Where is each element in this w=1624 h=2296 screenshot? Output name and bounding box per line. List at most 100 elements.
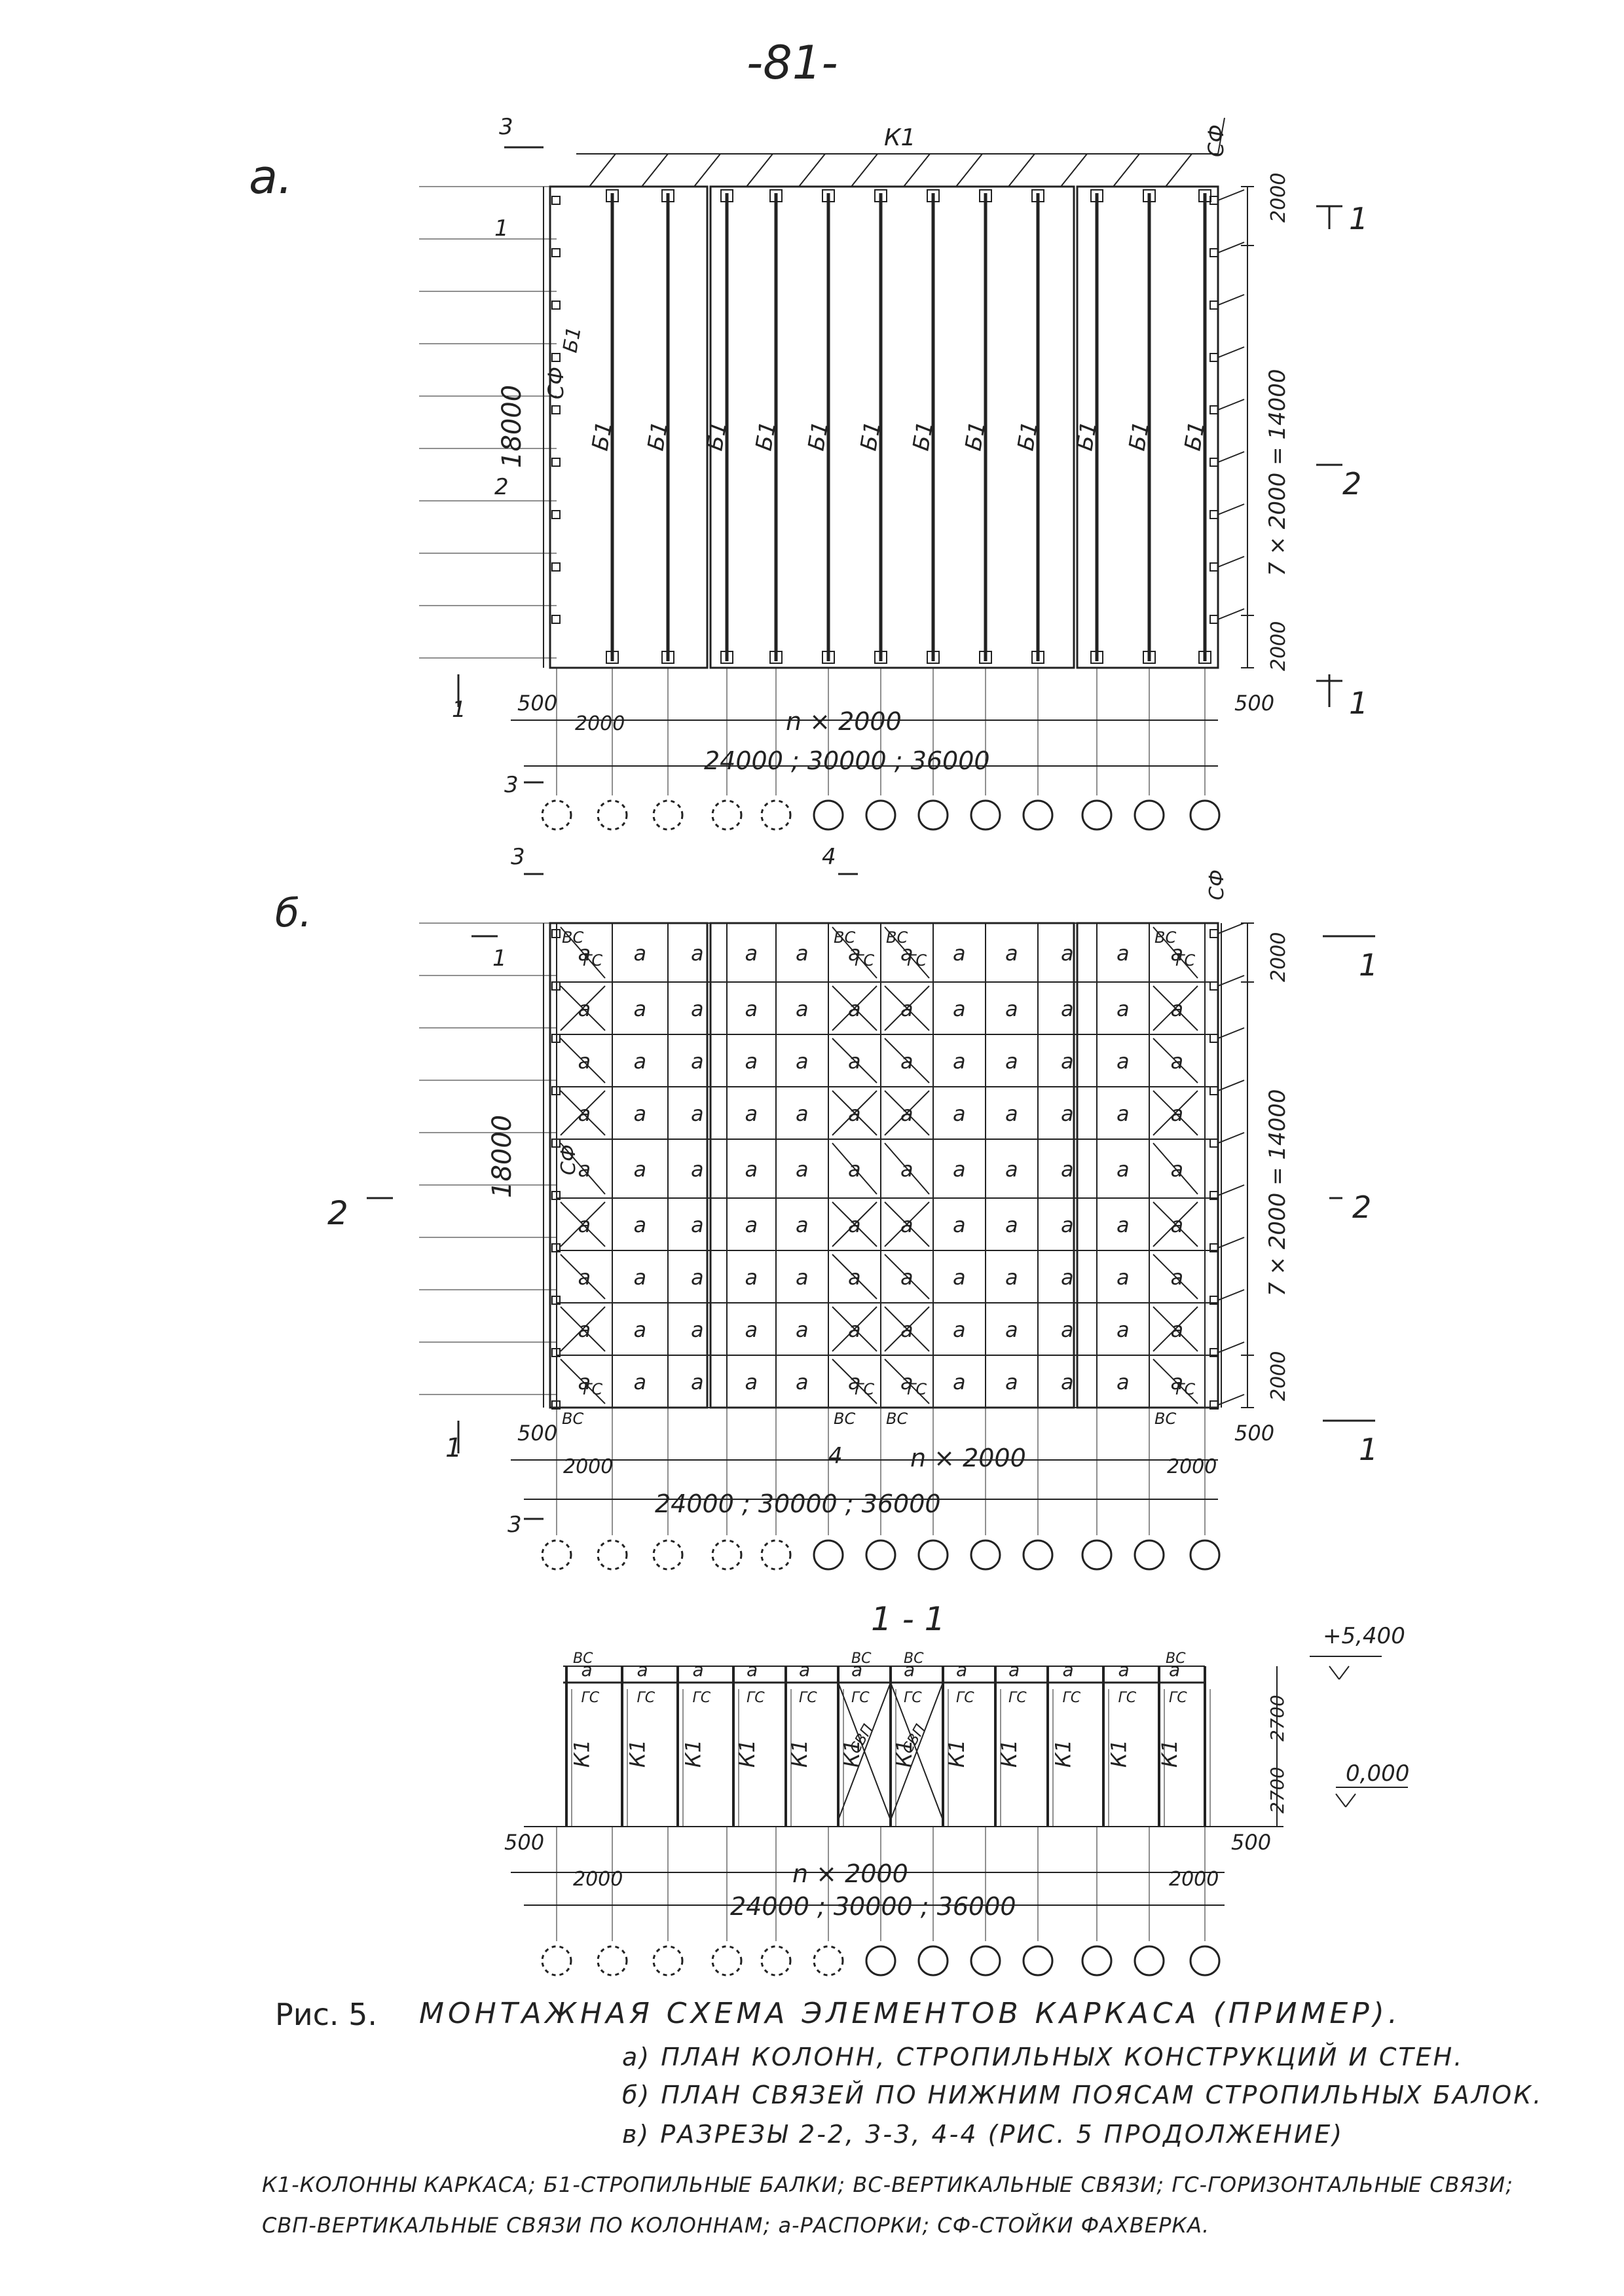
plan-b-strut-label: а (953, 1049, 966, 1074)
plan-b-horiz-brace-label: ГС (583, 951, 602, 970)
plan-b-axis-bubble (1189, 1539, 1221, 1571)
plan-b-horizontal-brace (884, 985, 930, 1031)
plan-a-edge-right: 500 (1234, 691, 1274, 716)
section-column-label: К1 (1157, 1740, 1182, 1768)
section-horiz-label: ГС (1063, 1690, 1081, 1706)
plan-b-strut-label: а (848, 1212, 861, 1237)
plan-b-horizontal-brace (884, 1254, 930, 1300)
plan-a-roof-hatch (1060, 153, 1088, 187)
plan-a-column-k1-bottom (606, 651, 619, 664)
section-column-label: К1 (1107, 1740, 1132, 1768)
plan-b-strut-label: а (1005, 1049, 1018, 1074)
plan-b-total-dims: 24000 ; 30000 ; 36000 (655, 1489, 941, 1518)
plan-b-horizontal-brace (1153, 1090, 1198, 1136)
plan-b-horizontal-brace (832, 1201, 877, 1247)
section-strut-label: а (851, 1659, 862, 1681)
plan-b-strut-label: а (848, 1101, 861, 1126)
plan-b-strut-label: а (1005, 941, 1018, 966)
section-strut-label: а (904, 1659, 915, 1681)
plan-b-strut-label: а (1005, 1370, 1018, 1394)
plan-a-roof-hatch (1165, 153, 1192, 187)
plan-b-facade-post-left (551, 929, 561, 938)
plan-a-right-dim-mid: 7 × 2000 = 14000 (1264, 369, 1291, 576)
caption-legend-2: СВП-ВЕРТИКАЛЬНЫЕ СВЯЗИ ПО КОЛОННАМ; а-РА… (262, 2213, 1210, 2238)
plan-b-horiz-brace-label: ГС (855, 1380, 874, 1398)
section-horiz-label: ГС (799, 1690, 817, 1706)
plan-b-horizontal-brace (832, 1254, 877, 1300)
plan-b-strut-label: а (1171, 1265, 1184, 1290)
plan-b-strut-label: а (1116, 1370, 1130, 1394)
plan-a-column-k1-bottom (720, 651, 733, 664)
plan-b-strut-label: а (1171, 1101, 1184, 1126)
plan-b-vert-brace-label: ВС (886, 928, 908, 947)
plan-b-strut-label: а (848, 1317, 861, 1342)
section-strut-label: а (581, 1659, 593, 1681)
plan-b-horizontal-brace (832, 1038, 877, 1084)
plan-b-strut-label: а (745, 941, 758, 966)
plan-a-beam-label: Б1 (642, 419, 673, 452)
section-column-label: К1 (944, 1740, 969, 1768)
plan-b-strut-label: а (1116, 941, 1130, 966)
plan-a-roof-hatch (851, 153, 878, 187)
plan-a-column-k1-top (979, 189, 992, 202)
plan-a-facade-leader (1217, 556, 1245, 568)
plan-a-letter: а. (249, 149, 293, 204)
plan-b-horizontal-brace (832, 926, 877, 979)
plan-a-axis-bubble (652, 799, 684, 831)
section-strut-label: а (1118, 1659, 1130, 1681)
plan-b-corner-label: СФ (1206, 869, 1228, 900)
plan-b-facade-post-left (551, 1348, 561, 1357)
plan-b-side-label: СФ (557, 1144, 580, 1175)
plan-a-span-note: n × 2000 (786, 707, 902, 736)
plan-b-strut-label: а (1061, 1049, 1074, 1074)
plan-b-strut-label: а (1171, 1212, 1184, 1237)
plan-b-strut-label: а (691, 1157, 704, 1182)
plan-b-strut-label: а (900, 996, 913, 1021)
section-horiz-label: ГС (693, 1690, 711, 1706)
plan-b-strut-label: а (900, 1370, 913, 1394)
plan-b-facade-post-right (1209, 1086, 1219, 1095)
plan-b-strut-label: а (1116, 1317, 1130, 1342)
plan-a-mark-3-bottom: 3 (504, 772, 519, 798)
plan-b-strut-label: а (745, 1317, 758, 1342)
plan-a-beam-label: Б1 (587, 419, 618, 452)
plan-b-strut-label: а (953, 1370, 966, 1394)
plan-b-facade-post-left (551, 1086, 561, 1095)
plan-b-mark-1-right-bottom: 1 (1359, 1432, 1378, 1467)
section-axis-bubble (760, 1945, 792, 1977)
plan-a-first-span: 2000 (575, 712, 625, 735)
section-elev-arrow-top (1329, 1666, 1340, 1680)
plan-b-strut-label: а (796, 1157, 809, 1182)
plan-a-roof-hatch (903, 153, 931, 187)
plan-b-strut-label: а (1005, 1212, 1018, 1237)
plan-b-strut-label: а (900, 1157, 913, 1182)
section-axis-bubble (1081, 1945, 1113, 1977)
section-strut-label: а (747, 1659, 758, 1681)
plan-a-facade-post-left (551, 615, 561, 624)
plan-b-horizontal-brace (560, 1254, 606, 1300)
plan-b-bay-right (1076, 922, 1219, 1409)
section-span-note: n × 2000 (792, 1859, 908, 1888)
plan-b-mark-3-top: 3 (511, 844, 525, 870)
plan-b-strut-label: а (1005, 1157, 1018, 1182)
plan-b-letter: б. (275, 890, 312, 936)
plan-a-column-k1-top (1090, 189, 1103, 202)
plan-b-horizontal-brace (832, 1358, 877, 1404)
plan-b-facade-leader (1217, 1132, 1245, 1144)
caption-legend-1: К1-КОЛОННЫ КАРКАСА; Б1-СТРОПИЛЬНЫЕ БАЛКИ… (262, 2172, 1513, 2197)
plan-b-horizontal-brace (884, 1358, 930, 1404)
plan-b-strut-label: а (1005, 996, 1018, 1021)
section-elev-arrow-zero (1345, 1793, 1356, 1808)
plan-b-right-dim-bottom: 2000 (1267, 1351, 1290, 1401)
plan-b-strut-label: а (1116, 1157, 1130, 1182)
plan-b-edge-left: 500 (517, 1421, 557, 1446)
plan-b-mark-2-right: 2 (1352, 1190, 1371, 1225)
plan-b-facade-leader (1217, 1341, 1245, 1353)
section-axis-bubble (865, 1945, 896, 1977)
plan-a-facade-leader (1217, 399, 1245, 410)
section-strut-label: а (1008, 1659, 1020, 1681)
plan-b-height-dim: 18000 (487, 1115, 517, 1198)
plan-a-facade-post-right (1209, 248, 1219, 257)
plan-b-facade-leader (1217, 1080, 1245, 1091)
plan-a-height-dim: 18000 (497, 385, 527, 468)
